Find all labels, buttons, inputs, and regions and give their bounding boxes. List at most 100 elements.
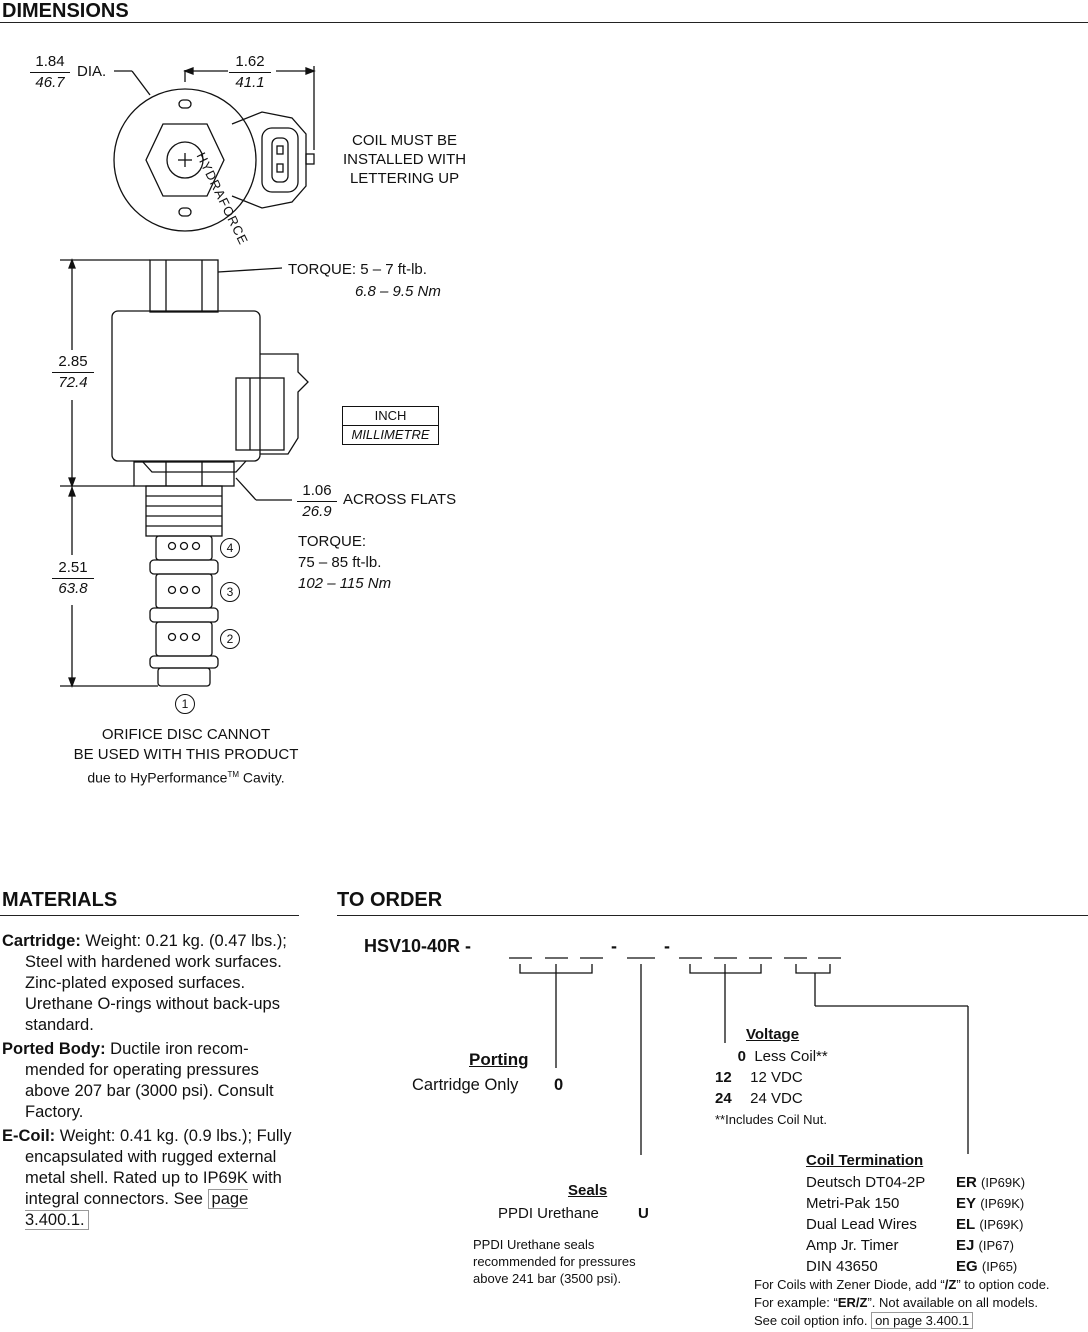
flats-inch: 1.06 xyxy=(297,481,337,502)
model-code: HSV10-40R - xyxy=(364,936,472,956)
units-mm: MILLIMETRE xyxy=(351,427,430,442)
dia-inch: 1.84 xyxy=(30,52,70,73)
zener-code: /Z xyxy=(944,1277,957,1292)
coil-height-inch: 2.85 xyxy=(52,352,94,373)
coil-note-line: COIL MUST BE xyxy=(352,132,458,149)
termination-rating: (IP69K) xyxy=(979,1217,1024,1232)
termination-code: EL xyxy=(956,1216,976,1233)
materials-list: Cartridge: Weight: 0.21 kg. (0.47 lbs.);… xyxy=(2,931,298,1234)
zener-note-line: See coil option info. on page 3.400.1 xyxy=(754,1312,1050,1330)
porting-heading: Porting xyxy=(469,1050,529,1069)
zener-code: ER/Z xyxy=(837,1295,868,1310)
units-inch: INCH xyxy=(343,407,438,426)
porting-label: Cartridge Only xyxy=(412,1076,519,1094)
torque-cartridge: TORQUE: 75 – 85 ft-lb. 102 – 115 Nm xyxy=(298,531,391,594)
voltage-option: 24 24 VDC xyxy=(715,1088,828,1109)
voltage-code: 0 xyxy=(737,1048,746,1065)
material-item: E-Coil: Weight: 0.41 kg. (0.9 lbs.); Ful… xyxy=(2,1126,298,1231)
seals-note-line: PPDI Urethane seals xyxy=(473,1237,595,1252)
torque-cartridge-label: TORQUE: xyxy=(298,533,367,550)
termination-rating: (IP65) xyxy=(981,1259,1018,1274)
seals-note-line: above 241 bar (3500 psi). xyxy=(473,1271,622,1286)
coil-note-line: LETTERING UP xyxy=(349,170,460,187)
orifice-note-line: ORIFICE DISC CANNOT xyxy=(101,726,271,743)
trademark: TM xyxy=(227,770,239,779)
page-link[interactable]: page 3.400.1. xyxy=(25,1189,249,1230)
termination-label: Amp Jr. Timer xyxy=(806,1237,899,1254)
seals-heading: Seals xyxy=(568,1182,608,1199)
coil-termination-option: Metri-Pak 150 EY (IP69K) xyxy=(806,1193,1025,1214)
material-text: Weight: 0.41 kg. (0.9 lbs.); Fully encap… xyxy=(25,1127,292,1208)
termination-code: EG xyxy=(956,1258,978,1275)
flats-dimension: 1.06 26.9 xyxy=(297,481,337,522)
flats-label: ACROSS FLATS xyxy=(343,491,457,508)
termination-code: EY xyxy=(956,1195,977,1212)
coil-side-view xyxy=(60,258,309,688)
termination-rating: (IP67) xyxy=(978,1238,1014,1253)
material-item: Ported Body: Ductile iron recom-mended f… xyxy=(2,1039,298,1123)
width-dimension: 1.62 41.1 xyxy=(229,52,271,93)
orifice-note: ORIFICE DISC CANNOT BE USED WITH THIS PR… xyxy=(58,725,314,788)
port-1-marker: 1 xyxy=(175,694,195,714)
voltage-code: 24 xyxy=(715,1090,732,1107)
units-legend: INCH MILLIMETRE xyxy=(342,406,439,445)
material-label: E-Coil: xyxy=(2,1127,56,1145)
voltage-label: Less Coil** xyxy=(754,1048,828,1065)
valve-drawing xyxy=(60,66,316,688)
termination-code: ER xyxy=(956,1174,977,1191)
torque-cartridge-ftlb: 75 – 85 ft-lb. xyxy=(298,554,382,571)
coil-termination-heading: Coil Termination xyxy=(806,1152,924,1169)
coil-top-view xyxy=(113,66,316,232)
dimensions-heading: DIMENSIONS xyxy=(2,0,129,22)
voltage-option: 12 12 VDC xyxy=(715,1067,828,1088)
torque-nut-label: TORQUE: 5 – 7 ft-lb. xyxy=(288,261,427,278)
zener-text: For example: “ xyxy=(754,1295,838,1310)
seals-note: PPDI Urethane seals recommended for pres… xyxy=(473,1236,636,1287)
flats-mm: 26.9 xyxy=(302,503,332,520)
orifice-note-line: BE USED WITH THIS PRODUCT xyxy=(73,746,299,763)
seals-code: U xyxy=(638,1205,649,1222)
termination-label: Metri-Pak 150 xyxy=(806,1195,900,1212)
seals-note-line: recommended for pressures xyxy=(473,1254,636,1269)
cartridge-height-dimension: 2.51 63.8 xyxy=(52,558,94,599)
zener-note: For Coils with Zener Diode, add “/Z” to … xyxy=(754,1276,1050,1330)
voltage-note: **Includes Coil Nut. xyxy=(715,1112,827,1127)
coil-note-line: INSTALLED WITH xyxy=(343,151,467,168)
zener-text: For Coils with Zener Diode, add “ xyxy=(754,1277,945,1292)
zener-text: See coil option info. xyxy=(754,1313,872,1328)
dia-label: DIA. xyxy=(77,63,107,80)
cartridge-height-mm: 63.8 xyxy=(58,580,88,597)
width-inch: 1.62 xyxy=(229,52,271,73)
voltage-heading: Voltage xyxy=(746,1026,800,1043)
to-order-rule xyxy=(337,915,1088,916)
orifice-note-text: Cavity. xyxy=(239,769,285,786)
voltage-list: 0 Less Coil** 12 12 VDC 24 24 VDC xyxy=(715,1046,828,1109)
to-order-heading: TO ORDER xyxy=(337,889,443,911)
material-label: Ported Body: xyxy=(2,1040,106,1058)
zener-note-line: For Coils with Zener Diode, add “/Z” to … xyxy=(754,1276,1050,1294)
dia-dimension: 1.84 46.7 xyxy=(30,52,70,93)
zener-text: ”. Not available on all models. xyxy=(867,1295,1038,1310)
cartridge-height-inch: 2.51 xyxy=(52,558,94,579)
termination-label: Deutsch DT04-2P xyxy=(806,1174,926,1191)
coil-termination-option: DIN 43650 EG (IP65) xyxy=(806,1256,1025,1277)
coil-height-mm: 72.4 xyxy=(58,374,88,391)
model-dash: - xyxy=(664,936,670,956)
order-code-diagram xyxy=(509,957,969,1155)
port-4-marker: 4 xyxy=(220,538,240,558)
termination-rating: (IP69K) xyxy=(980,1196,1025,1211)
coil-height-dimension: 2.85 72.4 xyxy=(52,352,94,393)
seals-label: PPDI Urethane xyxy=(498,1205,599,1222)
orifice-note-line: due to HyPerformanceTM Cavity. xyxy=(58,765,314,788)
zener-note-line: For example: “ER/Z”. Not available on al… xyxy=(754,1294,1050,1312)
material-text: Weight: 0.21 kg. (0.47 lbs.); Steel with… xyxy=(25,932,287,1034)
torque-cartridge-nm: 102 – 115 Nm xyxy=(298,575,392,592)
termination-label: DIN 43650 xyxy=(806,1258,878,1275)
coil-option-page-link[interactable]: on page 3.400.1 xyxy=(871,1312,974,1329)
orifice-note-text: due to HyPerformance xyxy=(87,769,228,786)
coil-termination-option: Deutsch DT04-2P ER (IP69K) xyxy=(806,1172,1025,1193)
termination-rating: (IP69K) xyxy=(981,1175,1026,1190)
porting-code: 0 xyxy=(554,1076,564,1094)
